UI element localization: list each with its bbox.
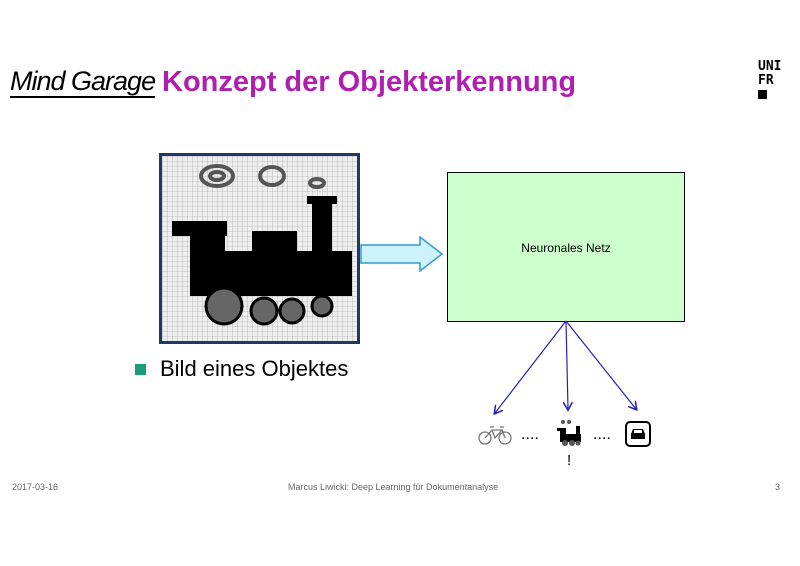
footer-date: 2017-03-16 (12, 482, 59, 492)
ellipsis: .... (593, 426, 611, 443)
page-number: 3 (775, 482, 781, 492)
bullet-square-icon (135, 363, 146, 375)
slide-title: Konzept der Objekterkennung (162, 66, 577, 98)
neural-network-box: Neuronales Netz (447, 172, 685, 322)
arrow-right-icon (360, 236, 444, 272)
pixelated-train-image (159, 153, 360, 344)
footer-author: Marcus Liwicki: Deep Learning für Dokume… (288, 482, 499, 492)
train-icon (557, 420, 581, 446)
network-label: Neuronales Netz (521, 241, 611, 255)
exclamation-mark: ! (567, 452, 572, 469)
bullet-item: Bild eines Objektes (135, 356, 348, 382)
car-icon (625, 421, 651, 447)
ellipsis: .... (521, 426, 539, 443)
mindgarage-logo: Mind Garage (10, 66, 156, 98)
bicycle-icon (478, 426, 512, 445)
